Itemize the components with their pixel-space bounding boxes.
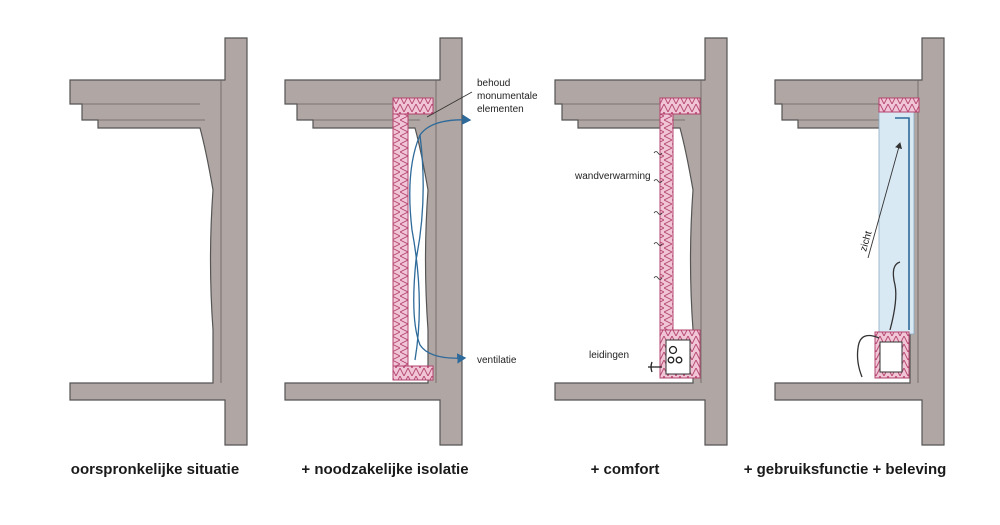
annotation-leader — [426, 91, 473, 118]
note-leidingen: leidingen — [589, 350, 629, 361]
panel-4-function: zicht — [774, 37, 945, 446]
pipe — [675, 356, 683, 364]
note-behoud: behoud — [477, 78, 510, 89]
insulation-top — [659, 97, 701, 115]
insulation-vertical — [392, 113, 409, 380]
caption-panel-1: oorspronkelijke situatie — [70, 461, 240, 478]
caption-panel-4: + gebruiksfunctie + beleving — [743, 461, 947, 478]
heat-wave — [653, 276, 663, 280]
panel-1-original — [69, 37, 248, 446]
heat-wave — [653, 242, 663, 246]
caption-panel-2: + noodzakelijke isolatie — [301, 461, 469, 478]
panel-2-insulation: behoud monumentale elementen ventilatie — [284, 37, 538, 446]
insulation-vertical — [659, 113, 674, 340]
unit-box — [879, 341, 903, 373]
note-ventilatie: ventilatie — [477, 355, 517, 366]
caption-panel-3: + comfort — [590, 461, 660, 478]
note-wandverwarming: wandverwarming — [574, 171, 651, 182]
note-zicht: zicht — [858, 230, 874, 253]
pipe — [667, 356, 675, 364]
ventilation-arrow-up — [409, 114, 472, 361]
note-monumentale: monumentale — [477, 91, 538, 102]
wall-section — [284, 37, 463, 446]
wall-section — [69, 37, 248, 446]
panel-3-comfort: wandverwarming leidingen — [554, 37, 728, 446]
cornice-line — [82, 103, 205, 121]
insulation-top — [878, 97, 920, 113]
pipe-outlet — [648, 361, 662, 373]
note-elementen: elementen — [477, 104, 524, 115]
pipe — [668, 345, 678, 355]
ventilation-arrow-down — [413, 134, 467, 364]
wall-section — [554, 37, 728, 446]
heat-wave — [653, 179, 663, 183]
sight-arrow — [867, 142, 903, 259]
heat-wave — [653, 151, 663, 155]
glass-edge-blue — [895, 117, 910, 330]
cable — [856, 334, 880, 378]
heat-wave — [653, 211, 663, 215]
cable — [889, 261, 901, 331]
insulation-top — [392, 97, 434, 115]
glass-zone — [878, 111, 915, 335]
insulation-bottom — [392, 365, 434, 381]
